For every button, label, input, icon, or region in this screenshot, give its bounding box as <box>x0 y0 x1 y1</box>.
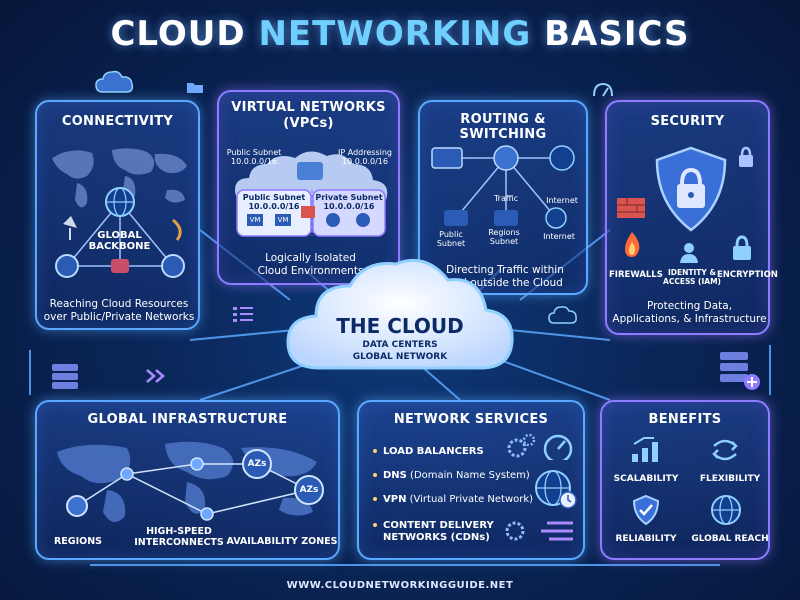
global-map-icon <box>57 441 324 523</box>
central-cloud-icon <box>286 259 514 370</box>
backbone-network-icon <box>55 187 185 278</box>
vpc-public-label: Public Subnet 10.0.0.0/16 <box>226 148 282 166</box>
routing-title: ROUTING & SWITCHING <box>459 112 547 142</box>
world-map-icon <box>52 148 187 208</box>
identity-user-icon <box>680 243 698 263</box>
benefits-title: BENEFITS <box>648 412 722 427</box>
security-panel: SECURITY FIREWALLS IDENTITY & ACCESS (IA… <box>605 100 778 335</box>
cdn-gears-icon <box>505 521 525 541</box>
folder-icon <box>187 83 203 93</box>
cdn-lines-icon <box>541 521 573 541</box>
vpc-inner-public: Public Subnet 10.0.0.0/16 <box>242 193 306 211</box>
internet-label-bottom: Internet <box>543 232 575 241</box>
reliability-shield-icon <box>632 494 660 526</box>
connectivity-caption: Reaching Cloud Resources over Public/Pri… <box>43 298 195 324</box>
scalability-icon <box>632 437 658 462</box>
network-services-title: NETWORK SERVICES <box>393 412 549 427</box>
benefits-panel: BENEFITS SCALABILITY FLEXIBILITY RELIABI… <box>600 400 770 560</box>
regions-subnet-label: Regions Subnet <box>488 228 520 246</box>
cloud-subtitle: DATA CENTERS GLOBAL NETWORK <box>352 340 448 362</box>
vpcs-panel: VIRTUAL NETWORKS (VPCs) Public Subnet 10… <box>217 90 400 285</box>
connectivity-panel: CONNECTIVITY GLOBAL BACKBONE Reaching Cl… <box>35 100 200 330</box>
load-balancers-item: LOAD BALANCERS <box>373 446 484 457</box>
regions-label: REGIONS <box>53 536 102 547</box>
global-backbone-label: GLOBAL BACKBONE <box>88 230 151 252</box>
vpc-inner-private: Private Subnet 10.0.0.0/16 <box>315 193 383 211</box>
flexibility-icon <box>712 439 738 461</box>
fire-icon <box>625 232 640 257</box>
gauge-icon <box>593 82 613 97</box>
global-reach-label: GLOBAL REACH <box>691 534 769 544</box>
footer-url: WWW.CLOUDNETWORKINGGUIDE.NET <box>286 580 514 591</box>
global-infrastructure-panel: GLOBAL INFRASTRUCTURE AZs AZs REGIONS HI… <box>35 400 340 560</box>
connectivity-title: CONNECTIVITY <box>61 114 174 129</box>
global-reach-globe-icon <box>711 495 741 525</box>
scalability-label: SCALABILITY <box>613 474 679 484</box>
vpc-cloud-icon <box>235 151 388 237</box>
az-label: AZs <box>299 485 319 495</box>
network-services-panel: NETWORK SERVICES LOAD BALANCERS DNS (Dom… <box>357 400 585 560</box>
globe-clock-icon <box>535 470 577 509</box>
internet-label-top: Internet <box>546 196 578 205</box>
availability-zones-label: AVAILABILITY ZONES <box>226 536 338 547</box>
encryption-lock-icon <box>733 235 751 260</box>
vm-label: VM <box>277 216 289 224</box>
list-icon <box>233 307 253 322</box>
upload-cloud-icon <box>548 306 577 324</box>
firewall-icon <box>617 198 645 218</box>
vpn-item: VPN (Virtual Private Network) <box>373 494 533 505</box>
flexibility-label: FLEXIBILITY <box>699 474 761 484</box>
routing-diagram-icon <box>431 145 575 229</box>
small-cloud-icon <box>95 70 134 93</box>
firewalls-label: FIREWALLS <box>609 270 663 280</box>
gears-icon <box>507 433 536 458</box>
routing-panel: ROUTING & SWITCHING Traffic Internet Pub… <box>418 100 588 295</box>
dns-item: DNS (Domain Name System) <box>373 470 530 481</box>
server-stack-icon <box>52 364 78 389</box>
vpcs-title: VIRTUAL NETWORKS (VPCs) <box>231 100 386 131</box>
speedometer-icon <box>543 434 573 460</box>
iam-label: IDENTITY & ACCESS (IAM) <box>663 268 721 286</box>
interconnects-label: HIGH-SPEED INTERCONNECTS <box>134 526 224 548</box>
page-title: CLOUD NETWORKING BASICS <box>110 14 690 54</box>
security-title: SECURITY <box>650 114 725 129</box>
vpcs-caption: Logically Isolated Cloud Environments <box>257 252 364 278</box>
encryption-label: ENCRYPTION <box>717 270 778 280</box>
shield-lock-icon <box>655 146 727 232</box>
double-chevron-icon <box>146 369 165 383</box>
traffic-label: Traffic <box>493 194 519 203</box>
vpc-ip-label: IP Addressing 10.0.0.0/16 <box>338 148 392 166</box>
security-caption: Protecting Data, Applications, & Infrast… <box>612 300 767 326</box>
az-label: AZs <box>247 459 267 469</box>
global-infra-title: GLOBAL INFRASTRUCTURE <box>87 412 288 427</box>
padlock-icon <box>739 146 753 167</box>
cloud-title: THE CLOUD <box>336 314 464 338</box>
public-subnet-label: Public Subnet <box>436 230 466 248</box>
reliability-label: RELIABILITY <box>615 534 677 544</box>
server-add-icon <box>720 352 760 390</box>
vm-label: VM <box>249 216 261 224</box>
